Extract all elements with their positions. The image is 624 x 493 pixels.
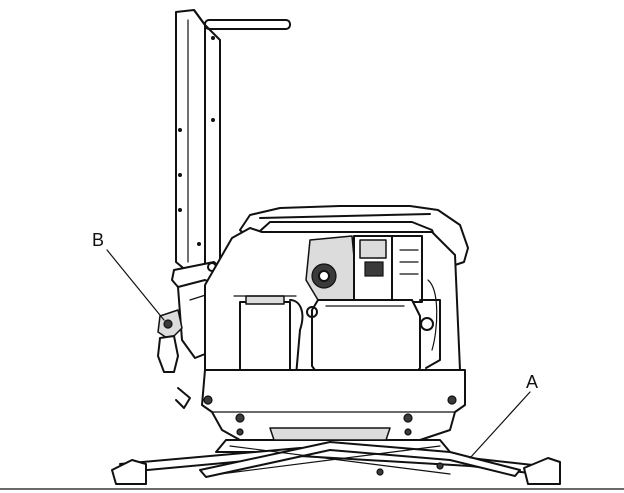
- callout-b-leader: [106, 249, 165, 321]
- transport-frame: [111, 441, 561, 485]
- engine-internals: [233, 235, 441, 381]
- callout-a-label: A: [526, 372, 538, 392]
- callout-a-leader: [469, 391, 531, 459]
- base-plate: [201, 369, 466, 453]
- callout-b-label: B: [92, 230, 104, 250]
- handle-mast: [175, 9, 291, 281]
